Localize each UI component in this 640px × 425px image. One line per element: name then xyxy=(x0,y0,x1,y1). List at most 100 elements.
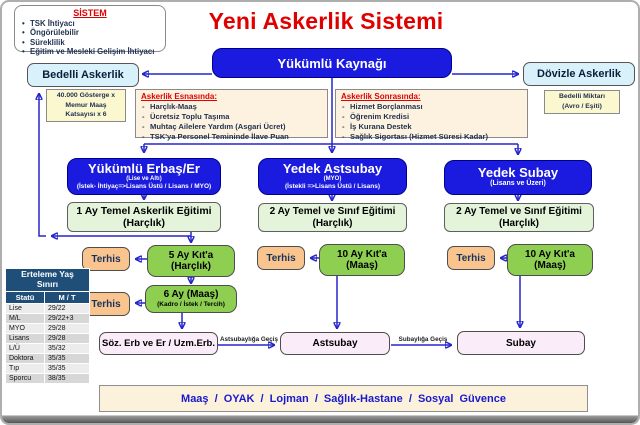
service-line: (Harçlık) xyxy=(170,261,211,272)
branch-subtitle: (İstekli =>Lisans Üstü / Lisans) xyxy=(284,183,380,191)
training-line: (Harçlık) xyxy=(498,217,539,229)
benefits-after-title: Askerlik Sonrasında: xyxy=(341,92,421,101)
statu-cell: Sporcu xyxy=(6,373,44,383)
amount-line: (Avro / Eşiti) xyxy=(562,103,602,110)
terhis-box: Terhis xyxy=(447,246,495,270)
benefits-during-list: Harçlık-Maaş Ücretsiz Toplu Taşıma Muhta… xyxy=(141,102,322,141)
statu-cell: Doktora xyxy=(6,353,44,363)
dovizle-box: Dövizle Askerlik xyxy=(523,62,635,86)
erteleme-title: Erteleme Yaş Sınırı xyxy=(6,269,89,291)
table-row: Doktora 35/35 xyxy=(6,353,89,363)
benefit-item: Muhtaç Ailelere Yardım (Asgari Ücret) xyxy=(141,122,322,132)
statu-cell: Tıp xyxy=(6,363,44,373)
table-row: M/L 29/22+3 xyxy=(6,313,89,323)
benefits-during-panel: Askerlik Esnasında: Harçlık-Maaş Ücretsi… xyxy=(135,89,328,141)
mt-cell: 35/35 xyxy=(45,363,89,373)
branch-subtitle: (Lisans ve Üzeri) xyxy=(490,180,546,188)
table-row: L/Ü 35/32 xyxy=(6,343,89,353)
mt-cell: 29/22+3 xyxy=(45,313,89,323)
terhis-box: Terhis xyxy=(82,292,130,316)
benefit-item: Öğrenim Kredisi xyxy=(341,112,522,122)
erteleme-table: Erteleme Yaş Sınırı Statü M / T Lise 29/… xyxy=(5,268,90,384)
mt-cell: 38/35 xyxy=(45,373,89,383)
kita10-subay-box: 10 Ay Kıt'a (Maaş) xyxy=(507,244,593,276)
terhis-box: Terhis xyxy=(257,246,305,270)
sistem-item: Öngörülebilir xyxy=(19,28,161,38)
training-subay-box: 2 Ay Temel ve Sınıf Eğitimi (Harçlık) xyxy=(444,203,594,232)
service-line: (Kadro / İstek / Tercih) xyxy=(157,300,225,308)
benefits-after-panel: Askerlik Sonrasında: Hizmet Borçlanması … xyxy=(335,89,528,141)
benefit-item: İş Kurana Destek xyxy=(341,122,522,132)
transition-label-astsubay: Astsubaylığa Geçiş xyxy=(219,336,279,343)
table-row: Lisans 29/28 xyxy=(6,333,89,343)
branch-title: Yedek Subay xyxy=(477,165,559,181)
benefits-after-list: Hizmet Borçlanması Öğrenim Kredisi İş Ku… xyxy=(341,102,522,141)
source-box: Yükümlü Kaynağı xyxy=(212,48,452,78)
formula-line: 40.000 Gösterge x xyxy=(56,92,116,100)
table-row: MYO 29/28 xyxy=(6,323,89,333)
bedelli-box: Bedelli Askerlik xyxy=(27,63,139,87)
benefit-item: Ücretsiz Toplu Taşıma xyxy=(141,112,322,122)
statu-cell: M/L xyxy=(6,313,44,323)
dovizle-amount-note: Bedelli Miktarı (Avro / Eşiti) xyxy=(544,90,620,114)
amount-line: Bedelli Miktarı xyxy=(558,93,606,101)
career-astsubay-box: Astsubay xyxy=(280,332,390,355)
kita10-astsubay-box: 10 Ay Kıt'a (Maaş) xyxy=(319,244,405,276)
column-header-statu: Statü xyxy=(6,291,44,303)
mt-cell: 35/32 xyxy=(45,343,89,353)
service-line: 5 Ay Kıt'a xyxy=(168,249,214,261)
sistem-item: TSK İhtiyacı xyxy=(19,19,161,29)
transition-label-subay: Subaylığa Geçiş xyxy=(398,336,448,343)
window-bottom-edge xyxy=(2,415,638,423)
service-line: 10 Ay Kıt'a xyxy=(525,248,575,260)
training-line: 2 Ay Temel ve Sınıf Eğitimi xyxy=(456,206,582,217)
branch-subtitle: (İstek- İhtiyaç=>Lisans Üstü / Lisans / … xyxy=(76,183,212,191)
branch-astsubay-box: Yedek Astsubay (MYO) (İstekli =>Lisans Ü… xyxy=(258,158,407,195)
sistem-panel: SİSTEM TSK İhtiyacı Öngörülebilir Sürekl… xyxy=(14,5,166,57)
formula-line: Katsayısı x 6 xyxy=(65,111,107,119)
statu-cell: Lisans xyxy=(6,333,44,343)
sistem-title: SİSTEM xyxy=(73,8,107,18)
branch-title: Yükümlü Erbaş/Er xyxy=(88,161,200,177)
career-subay-box: Subay xyxy=(457,331,585,355)
training-line: 1 Ay Temel Askerlik Eğitimi xyxy=(76,204,212,217)
sistem-list: TSK İhtiyacı Öngörülebilir Süreklilik Eğ… xyxy=(19,19,161,57)
benefit-item: Harçlık-Maaş xyxy=(141,102,322,112)
service-line: (Maaş) xyxy=(346,260,378,271)
benefits-bar: Maaş / OYAK / Lojman / Sağlık-Hastane / … xyxy=(99,385,588,412)
bedelli-formula-note: 40.000 Gösterge x Memur Maaş Katsayısı x… xyxy=(46,89,126,122)
formula-line: Memur Maaş xyxy=(65,101,107,109)
page-title: Yeni Askerlik Sistemi xyxy=(208,8,444,34)
benefit-item: Hizmet Borçlanması xyxy=(341,102,522,112)
training-line: (Harçlık) xyxy=(122,217,165,229)
benefits-during-title: Askerlik Esnasında: xyxy=(141,92,218,101)
service-line: 6 Ay (Maaş) xyxy=(163,289,219,301)
training-line: 2 Ay Temel ve Sınıf Eğitimi xyxy=(269,206,396,217)
table-row: Lise 29/22 xyxy=(6,303,89,313)
training-line: (Harçlık) xyxy=(312,217,353,229)
branch-erbas-box: Yükümlü Erbaş/Er (Lise ve Altı) (İstek- … xyxy=(67,158,221,195)
table-row: Sporcu 38/35 xyxy=(6,373,89,383)
career-sozerb-box: Söz. Erb ve Er / Uzm.Erb. xyxy=(99,332,218,355)
branch-title: Yedek Astsubay xyxy=(282,161,383,177)
branch-subay-box: Yedek Subay (Lisans ve Üzeri) xyxy=(444,160,592,195)
terhis-box: Terhis xyxy=(82,247,130,271)
statu-cell: Lise xyxy=(6,303,44,313)
benefit-item: Sağlık Sigortası (Hizmet Süresi Kadar) xyxy=(341,132,522,142)
statu-cell: L/Ü xyxy=(6,343,44,353)
mt-cell: 29/22 xyxy=(45,303,89,313)
table-row: Tıp 35/35 xyxy=(6,363,89,373)
training-erbas-box: 1 Ay Temel Askerlik Eğitimi (Harçlık) xyxy=(67,202,221,232)
branch-subtitle: (Lise ve Altı) xyxy=(126,175,162,182)
statu-cell: MYO xyxy=(6,323,44,333)
column-header-mt: M / T xyxy=(45,291,89,303)
training-astsubay-box: 2 Ay Temel ve Sınıf Eğitimi (Harçlık) xyxy=(258,203,407,232)
benefit-item: TSK'ya Personel Temininde İlave Puan xyxy=(141,132,322,142)
sistem-item: Süreklilik xyxy=(19,38,161,48)
mt-cell: 29/28 xyxy=(45,333,89,343)
service-line: (Maaş) xyxy=(534,260,566,271)
branch-subtitle: (MYO) xyxy=(323,175,342,182)
mt-cell: 35/35 xyxy=(45,353,89,363)
sistem-item: Eğitim ve Mesleki Gelişim İhtiyacı xyxy=(19,47,161,57)
